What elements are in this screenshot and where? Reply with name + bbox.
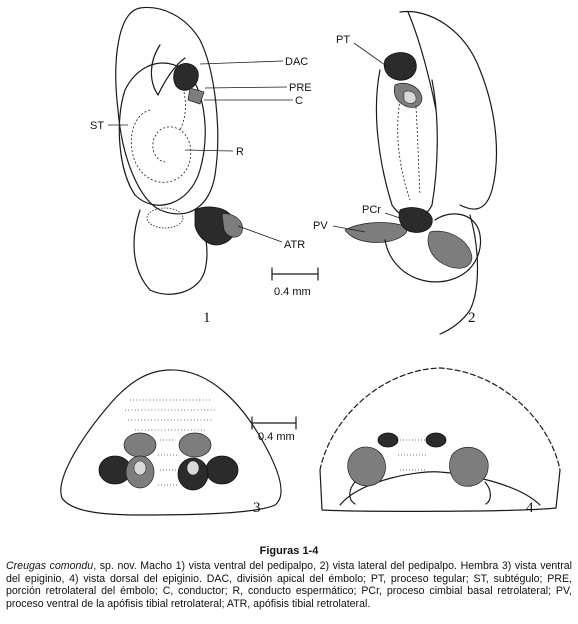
figure-caption: Figuras 1-4 Creugas comondu, sp. nov. Ma… (6, 545, 572, 611)
caption-species-name: Creugas comondu (6, 559, 94, 572)
figure-2-pedipalp-lateral-drawing (344, 10, 498, 335)
label-pt: PT (336, 34, 350, 46)
figure-3-epigynum-ventral-drawing: 3 (60, 369, 282, 516)
label-pcr: PCr (362, 204, 381, 216)
figure-number-3: 3 (253, 500, 261, 516)
caption-body: , sp. nov. Macho 1) vista ventral del pe… (6, 559, 573, 611)
scale-bar-top-label: 0.4 mm (274, 286, 311, 298)
figure-2-labels: PT PCr PV 2 (313, 34, 476, 326)
scale-bar-bottom-label: 0.4 mm (258, 431, 295, 443)
label-atr: ATR (284, 239, 305, 251)
figure-number-2: 2 (468, 310, 476, 326)
scale-bar-top: 0.4 mm (271, 267, 319, 298)
caption-title: Figuras 1-4 (259, 545, 319, 557)
label-dac: DAC (285, 56, 308, 68)
figure-number-1: 1 (203, 310, 211, 326)
label-st: ST (90, 120, 104, 132)
figure-plate: DAC PRE C ST R ATR 1 0.4 mm (60, 6, 561, 516)
figure-1-pedipalp-ventral-drawing (115, 6, 243, 295)
label-c: C (295, 95, 303, 107)
figure-4-epigynum-dorsal-drawing: 4 (319, 367, 561, 516)
label-pv: PV (313, 220, 328, 232)
scale-bar-bottom: 0.4 mm (251, 416, 297, 443)
label-r: R (236, 146, 244, 158)
figure-number-4: 4 (526, 500, 534, 516)
label-pre: PRE (289, 82, 312, 94)
figure-1-labels: DAC PRE C ST R ATR 1 (90, 56, 312, 326)
